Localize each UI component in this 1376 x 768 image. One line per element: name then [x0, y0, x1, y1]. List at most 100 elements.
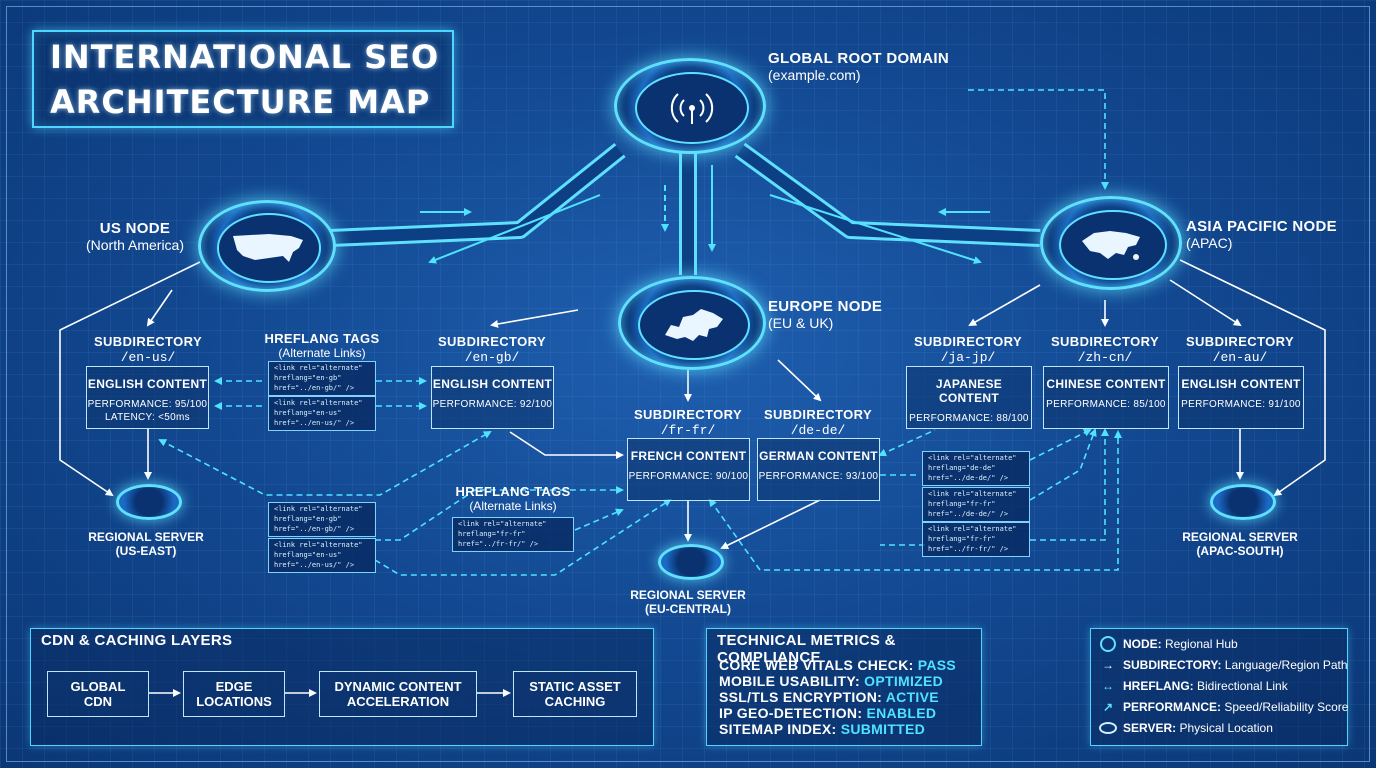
server-icon-us[interactable]	[116, 484, 182, 520]
cdn-step-edge[interactable]: EDGE LOCATIONS	[183, 671, 285, 717]
metric-label: SSL/TLS ENCRYPTION:	[719, 689, 883, 705]
us-node[interactable]	[198, 200, 336, 292]
metric-row: MOBILE USABILITY: OPTIMIZED	[719, 673, 956, 689]
apac-node-inner	[1059, 209, 1167, 281]
hreflang-code-snippet: <link rel="alternate" hreflang="de-de" h…	[922, 451, 1030, 486]
subdir-path[interactable]: /en-us/	[120, 350, 176, 365]
hreflang-title: HREFLANG TAGS	[455, 484, 571, 499]
server-icon-eu[interactable]	[658, 544, 724, 580]
server-icon-apac[interactable]	[1210, 484, 1276, 520]
performance-score: PERFORMANCE: 90/100	[628, 471, 749, 482]
content-box-zh-cn[interactable]: CHINESE CONTENT PERFORMANCE: 85/100	[1043, 366, 1169, 429]
metric-row: IP GEO-DETECTION: ENABLED	[719, 705, 956, 721]
subdir-en-gb: SUBDIRECTORY /en-gb/	[432, 334, 552, 366]
us-node-label: US NODE (North America)	[70, 220, 200, 253]
legend-row: ↔ HREFLANG: Bidirectional Link	[1097, 675, 1348, 696]
apac-node-region: (APAC)	[1186, 235, 1233, 251]
subdir-label: SUBDIRECTORY	[1050, 334, 1160, 349]
metric-value: PASS	[917, 657, 957, 673]
cdn-step-dynamic[interactable]: DYNAMIC CONTENT ACCELERATION	[319, 671, 477, 717]
us-node-region: (North America)	[85, 237, 185, 253]
legend-key: SERVER:	[1123, 720, 1177, 735]
content-box-fr-fr[interactable]: FRENCH CONTENT PERFORMANCE: 90/100	[627, 438, 750, 501]
content-title: GERMAN CONTENT	[759, 449, 878, 463]
legend-row: ↗ PERFORMANCE: Speed/Reliability Score	[1097, 696, 1348, 717]
server-label-us: REGIONAL SERVER (US-EAST)	[86, 530, 206, 558]
cdn-step-static[interactable]: STATIC ASSET CACHING	[513, 671, 637, 717]
content-box-en-us[interactable]: ENGLISH CONTENT PERFORMANCE: 95/100 LATE…	[86, 366, 209, 429]
metric-row: CORE WEB VITALS CHECK: PASS	[719, 657, 956, 673]
root-label: GLOBAL ROOT DOMAIN (example.com)	[768, 50, 949, 83]
legend-row: → SUBDIRECTORY: Language/Region Path	[1097, 654, 1348, 675]
subdir-fr-fr: SUBDIRECTORY /fr-fr/	[628, 407, 748, 439]
content-title: JAPANESE CONTENT	[935, 377, 1003, 405]
performance-score: PERFORMANCE: 95/100	[87, 399, 208, 410]
legend-key: HREFLANG:	[1123, 678, 1194, 693]
legend-desc: Physical Location	[1179, 720, 1273, 735]
server-name: REGIONAL SERVER	[1182, 530, 1298, 544]
content-box-de-de[interactable]: GERMAN CONTENT PERFORMANCE: 93/100	[757, 438, 880, 501]
legend-desc: Language/Region Path	[1224, 657, 1348, 672]
apac-node[interactable]	[1040, 196, 1182, 290]
subdir-label: SUBDIRECTORY	[633, 407, 743, 422]
root-domain: (example.com)	[768, 67, 861, 83]
trunk-arrows	[420, 165, 990, 264]
subdir-path[interactable]: /fr-fr/	[660, 423, 716, 438]
server-icon	[1097, 721, 1119, 734]
metric-row: SITEMAP INDEX: SUBMITTED	[719, 721, 956, 737]
hreflang-title: HREFLANG TAGS	[264, 331, 380, 346]
content-title: ENGLISH CONTENT	[432, 377, 553, 391]
title-box: INTERNATIONAL SEO ARCHITECTURE MAP	[32, 30, 454, 128]
legend-row: NODE: Regional Hub	[1097, 633, 1348, 654]
hreflang-title-mid: HREFLANG TAGS (Alternate Links)	[448, 484, 578, 513]
subdir-path[interactable]: /en-au/	[1212, 350, 1268, 365]
page-title-line2: ARCHITECTURE MAP	[50, 83, 431, 121]
performance-score: PERFORMANCE: 93/100	[758, 471, 879, 482]
hreflang-title-top: HREFLANG TAGS (Alternate Links)	[262, 331, 382, 360]
subdir-path[interactable]: /de-de/	[790, 423, 846, 438]
hreflang-code-snippet: <link rel="alternate" hreflang="fr-fr" h…	[922, 487, 1030, 522]
apac-node-label: ASIA PACIFIC NODE (APAC)	[1186, 218, 1337, 251]
subdir-path[interactable]: /zh-cn/	[1077, 350, 1133, 365]
performance-score: PERFORMANCE: 92/100	[432, 399, 553, 410]
page-title-line1: INTERNATIONAL SEO	[50, 38, 440, 76]
root-node[interactable]	[614, 58, 766, 154]
metric-value: ACTIVE	[885, 689, 939, 705]
content-title: ENGLISH CONTENT	[87, 377, 208, 391]
subdir-label: SUBDIRECTORY	[1185, 334, 1295, 349]
latency-value: LATENCY: <50ms	[105, 412, 190, 423]
content-box-en-au[interactable]: ENGLISH CONTENT PERFORMANCE: 91/100	[1178, 366, 1304, 429]
cdn-step-global[interactable]: GLOBAL CDN	[47, 671, 149, 717]
legend-desc: Regional Hub	[1165, 636, 1238, 651]
root-name: GLOBAL ROOT DOMAIN	[768, 50, 949, 67]
europe-node[interactable]	[618, 276, 766, 370]
europe-node-name: EUROPE NODE	[768, 298, 883, 315]
hreflang-subtitle: (Alternate Links)	[469, 499, 557, 513]
cdn-flow-arrows	[149, 689, 511, 697]
subdir-path[interactable]: /ja-jp/	[940, 350, 996, 365]
metrics-panel-title: TECHNICAL METRICS & COMPLIANCE	[717, 632, 896, 666]
subdir-de-de: SUBDIRECTORY /de-de/	[758, 407, 878, 439]
subdir-path[interactable]: /en-gb/	[464, 350, 520, 365]
hreflang-code-snippet: <link rel="alternate" hreflang="en-gb" h…	[268, 502, 376, 537]
trend-icon: ↗	[1102, 699, 1114, 714]
hreflang-code-snippet: <link rel="alternate" hreflang="fr-fr" h…	[922, 522, 1030, 557]
server-region: (APAC-SOUTH)	[1196, 544, 1284, 558]
server-name: REGIONAL SERVER	[630, 588, 746, 602]
usa-map-icon	[232, 233, 303, 262]
content-box-ja-jp[interactable]: JAPANESE CONTENT PERFORMANCE: 88/100	[906, 366, 1032, 429]
subdir-label: SUBDIRECTORY	[913, 334, 1023, 349]
subdir-label: SUBDIRECTORY	[437, 334, 547, 349]
server-region: (EU-CENTRAL)	[645, 602, 731, 616]
metric-row: SSL/TLS ENCRYPTION: ACTIVE	[719, 689, 956, 705]
us-node-inner	[216, 213, 322, 283]
root-node-inner	[634, 71, 750, 145]
content-title: FRENCH CONTENT	[630, 449, 747, 463]
metric-label: MOBILE USABILITY:	[719, 673, 860, 689]
content-title: ENGLISH CONTENT	[1181, 377, 1301, 391]
content-box-en-gb[interactable]: ENGLISH CONTENT PERFORMANCE: 92/100	[431, 366, 554, 429]
metric-label: IP GEO-DETECTION:	[719, 705, 863, 721]
metric-value: ENABLED	[866, 705, 937, 721]
metric-label: CORE WEB VITALS CHECK:	[719, 657, 914, 673]
